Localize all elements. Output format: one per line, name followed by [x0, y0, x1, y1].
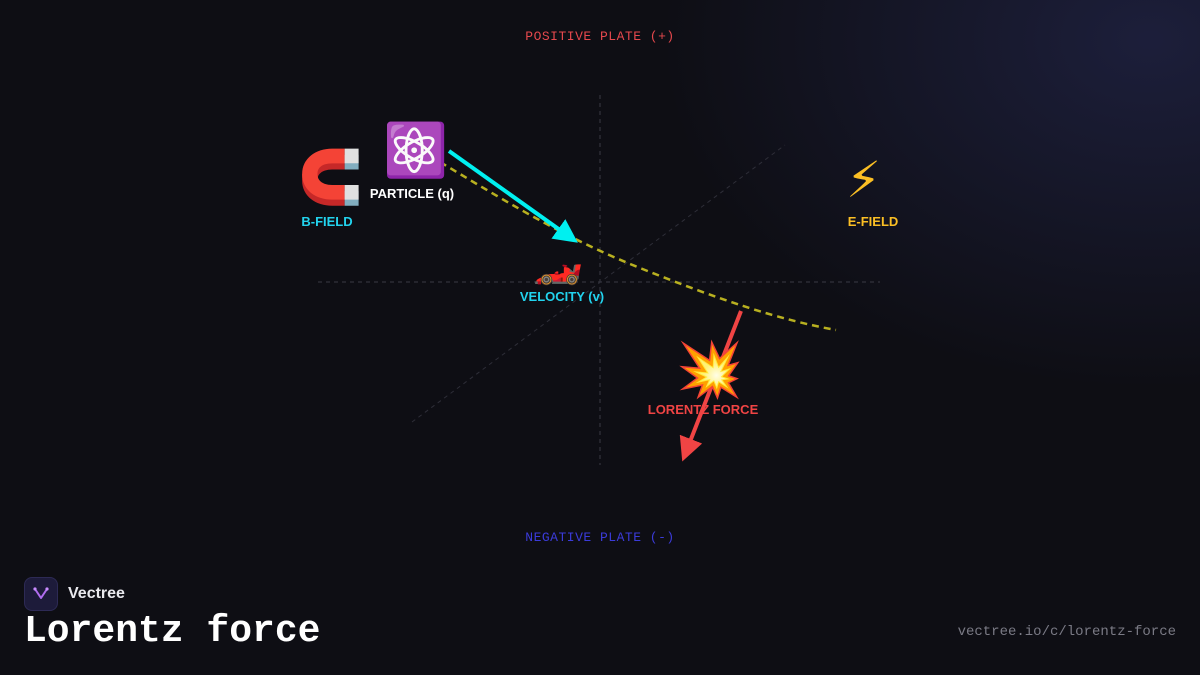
lorentz-force-arrow [679, 310, 743, 462]
atom-icon: ⚛️ [383, 121, 448, 181]
positive-plate-label: POSITIVE PLATE (+) [525, 29, 675, 44]
magnet-icon: 🧲 [298, 148, 363, 208]
brand: Vectree [24, 577, 125, 611]
lightning-icon: ⚡ [846, 151, 882, 209]
particle-trajectory [439, 160, 837, 332]
velocity-arrow [447, 149, 578, 243]
negative-plate-label: NEGATIVE PLATE (-) [525, 530, 675, 545]
race-car-icon: 🏎️ [533, 241, 583, 287]
depth-axis [411, 144, 786, 423]
velocity-label: VELOCITY (v) [519, 289, 605, 304]
particle-label: PARTICLE (q) [369, 186, 455, 201]
vectree-logo-icon [24, 577, 58, 611]
collision-icon: 💥 [676, 338, 744, 401]
efield-label: E-FIELD [847, 214, 899, 229]
page-title: Lorentz force [24, 610, 321, 653]
page-url[interactable]: vectree.io/c/lorentz-force [957, 624, 1176, 640]
lorentz-force-label: LORENTZ FORCE [647, 402, 759, 417]
brand-name: Vectree [68, 585, 125, 602]
bfield-label: B-FIELD [301, 214, 353, 229]
